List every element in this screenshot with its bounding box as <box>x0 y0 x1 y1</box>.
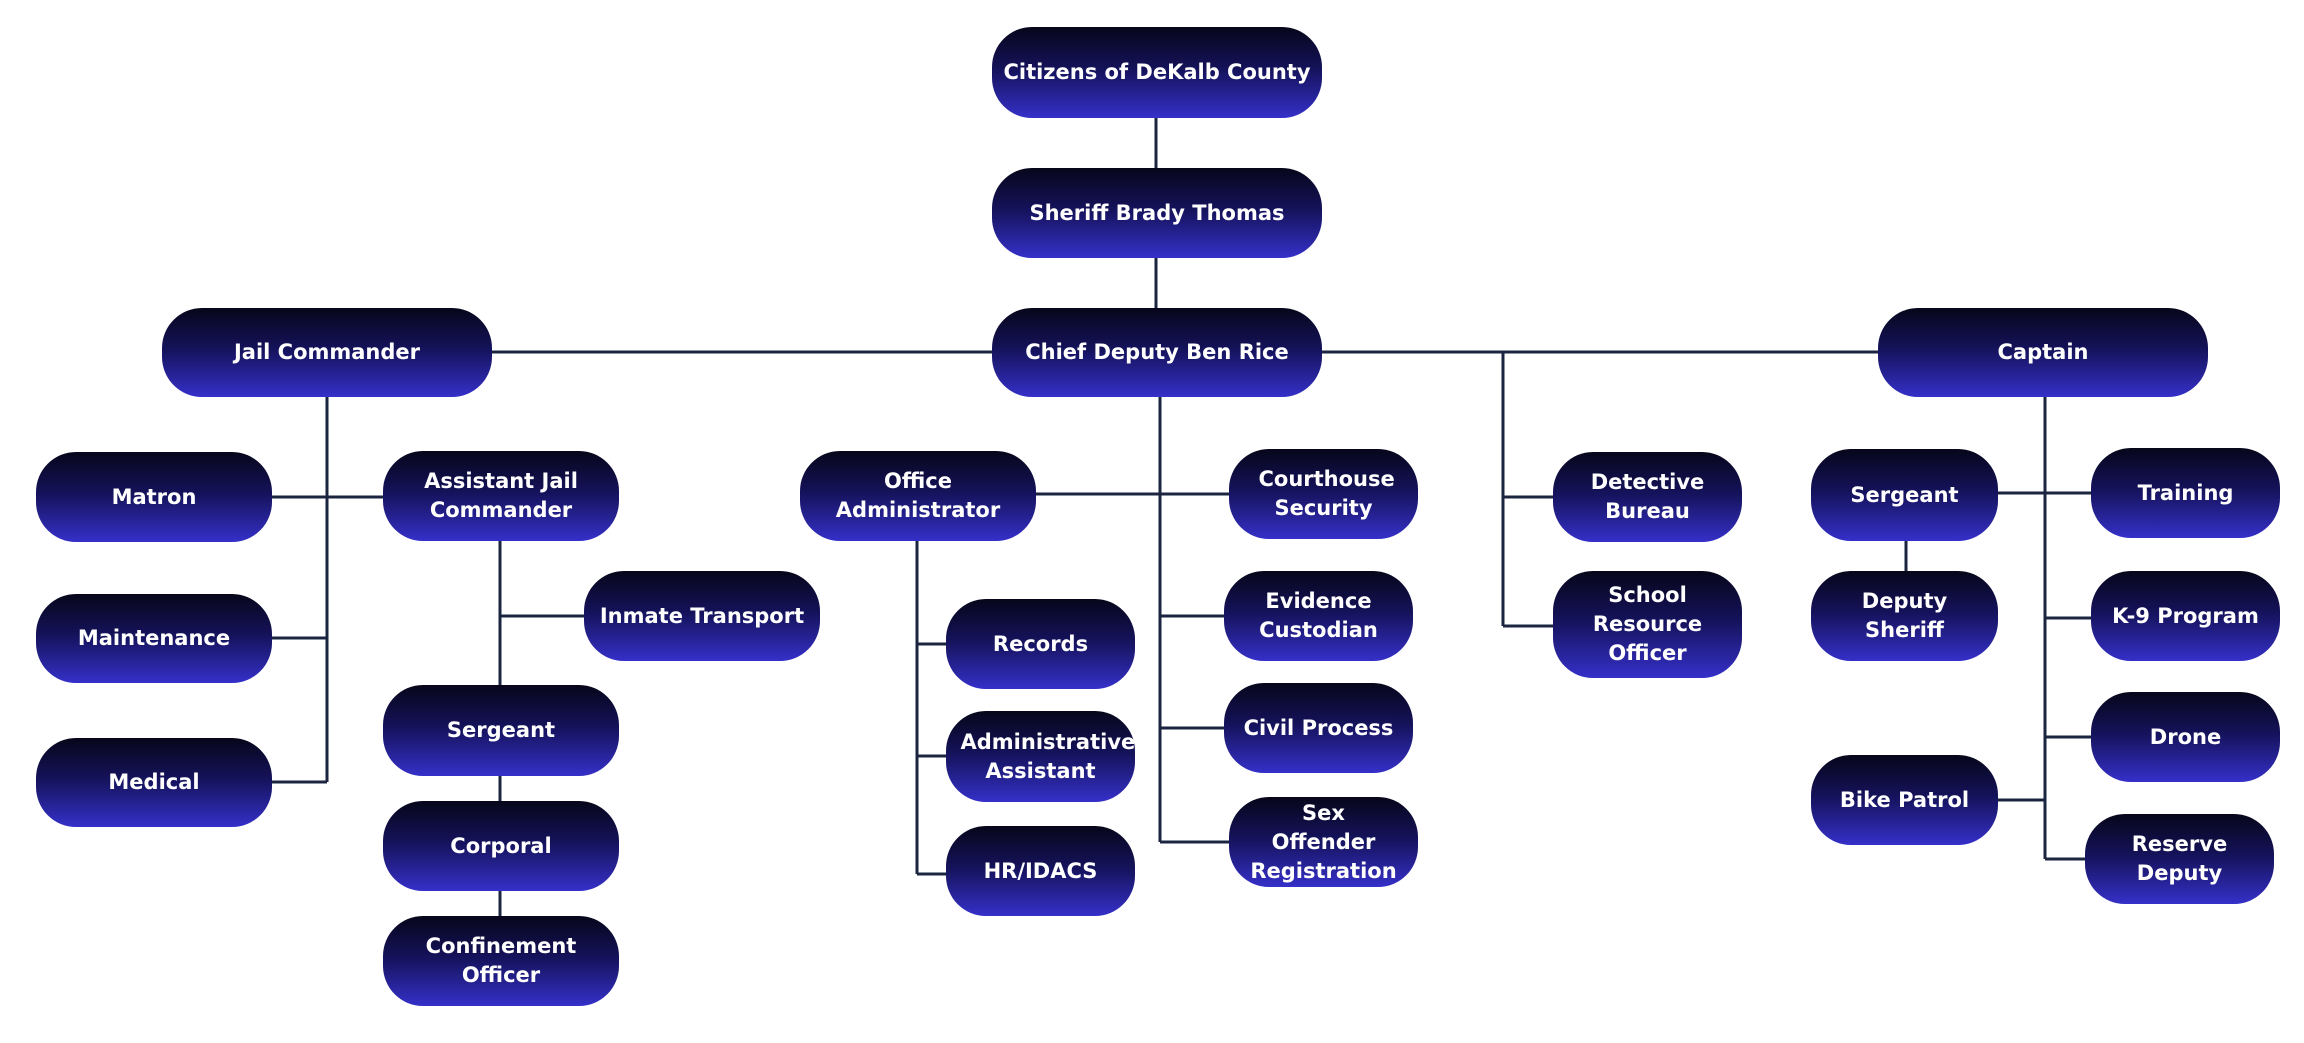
node-label: Matron <box>111 484 197 509</box>
node-captain: Captain <box>1878 308 2208 397</box>
node-label: Maintenance <box>77 626 231 650</box>
node-label: Jail Commander <box>233 340 421 364</box>
node-label: School Resource Officer <box>1592 583 1703 665</box>
node-label: Corporal <box>450 833 552 858</box>
node-label: Medical <box>108 770 200 794</box>
node-confinement-officer: Confinement Officer <box>383 916 619 1006</box>
node-label: Detective Bureau <box>1590 470 1705 523</box>
node-civil-process: Civil Process <box>1224 683 1413 773</box>
node-label: Reserve Deputy <box>2131 832 2228 885</box>
node-label: HR/IDACS <box>983 858 1098 883</box>
node-courthouse-security: Courthouse Security <box>1229 449 1418 539</box>
node-label: Evidence Custodian <box>1259 589 1378 642</box>
node-label: Sex Offender Registration <box>1250 800 1397 883</box>
node-label: Deputy Sheriff <box>1861 589 1948 642</box>
node-label: Assistant Jail Commander <box>424 469 578 522</box>
node-label: Confinement Officer <box>425 934 577 987</box>
node-school-resource-officer: School Resource Officer <box>1553 571 1742 678</box>
node-label: K-9 Program <box>2112 603 2259 628</box>
node-label: Chief Deputy Ben Rice <box>1025 340 1289 364</box>
node-chief-deputy: Chief Deputy Ben Rice <box>992 308 1322 397</box>
node-label: Sergeant <box>446 718 556 742</box>
node-hr-idacs: HR/IDACS <box>946 826 1135 916</box>
node-label: Records <box>992 631 1089 656</box>
node-label: Training <box>2137 480 2234 505</box>
node-medical: Medical <box>36 738 272 827</box>
node-citizens: Citizens of DeKalb County <box>992 27 1322 118</box>
node-deputy-sheriff: Deputy Sheriff <box>1811 571 1998 661</box>
node-training: Training <box>2091 448 2280 538</box>
node-label: Bike Patrol <box>1839 787 1970 812</box>
node-maintenance: Maintenance <box>36 594 272 683</box>
node-office-administrator: Office Administrator <box>800 451 1036 541</box>
node-records: Records <box>946 599 1135 689</box>
node-label: Drone <box>2149 724 2222 749</box>
node-captain-sergeant: Sergeant <box>1811 449 1998 541</box>
node-evidence-custodian: Evidence Custodian <box>1224 571 1413 661</box>
node-label: Civil Process <box>1243 715 1394 740</box>
node-drone: Drone <box>2091 692 2280 782</box>
node-jail-commander: Jail Commander <box>162 308 492 397</box>
node-label: Citizens of DeKalb County <box>1003 60 1311 84</box>
node-reserve-deputy: Reserve Deputy <box>2085 814 2274 904</box>
node-label: Captain <box>1997 340 2089 364</box>
node-k9-program: K-9 Program <box>2091 571 2280 661</box>
node-detective-bureau: Detective Bureau <box>1553 452 1742 542</box>
node-label: Administrative Assistant <box>960 729 1136 783</box>
node-corporal: Corporal <box>383 801 619 891</box>
node-label: Office Administrator <box>835 469 1001 522</box>
node-label: Sheriff Brady Thomas <box>1029 200 1285 225</box>
node-label: Courthouse Security <box>1258 467 1395 520</box>
node-sex-offender-registration: Sex Offender Registration <box>1229 797 1418 887</box>
node-jail-sergeant: Sergeant <box>383 685 619 776</box>
node-inmate-transport: Inmate Transport <box>584 571 820 661</box>
node-label: Sergeant <box>1850 482 1959 507</box>
node-matron: Matron <box>36 452 272 542</box>
node-label: Inmate Transport <box>599 603 805 628</box>
node-sheriff: Sheriff Brady Thomas <box>992 168 1322 258</box>
node-assistant-jail-commander: Assistant Jail Commander <box>383 451 619 541</box>
node-bike-patrol: Bike Patrol <box>1811 755 1998 845</box>
node-administrative-assistant: Administrative Assistant <box>946 711 1135 802</box>
